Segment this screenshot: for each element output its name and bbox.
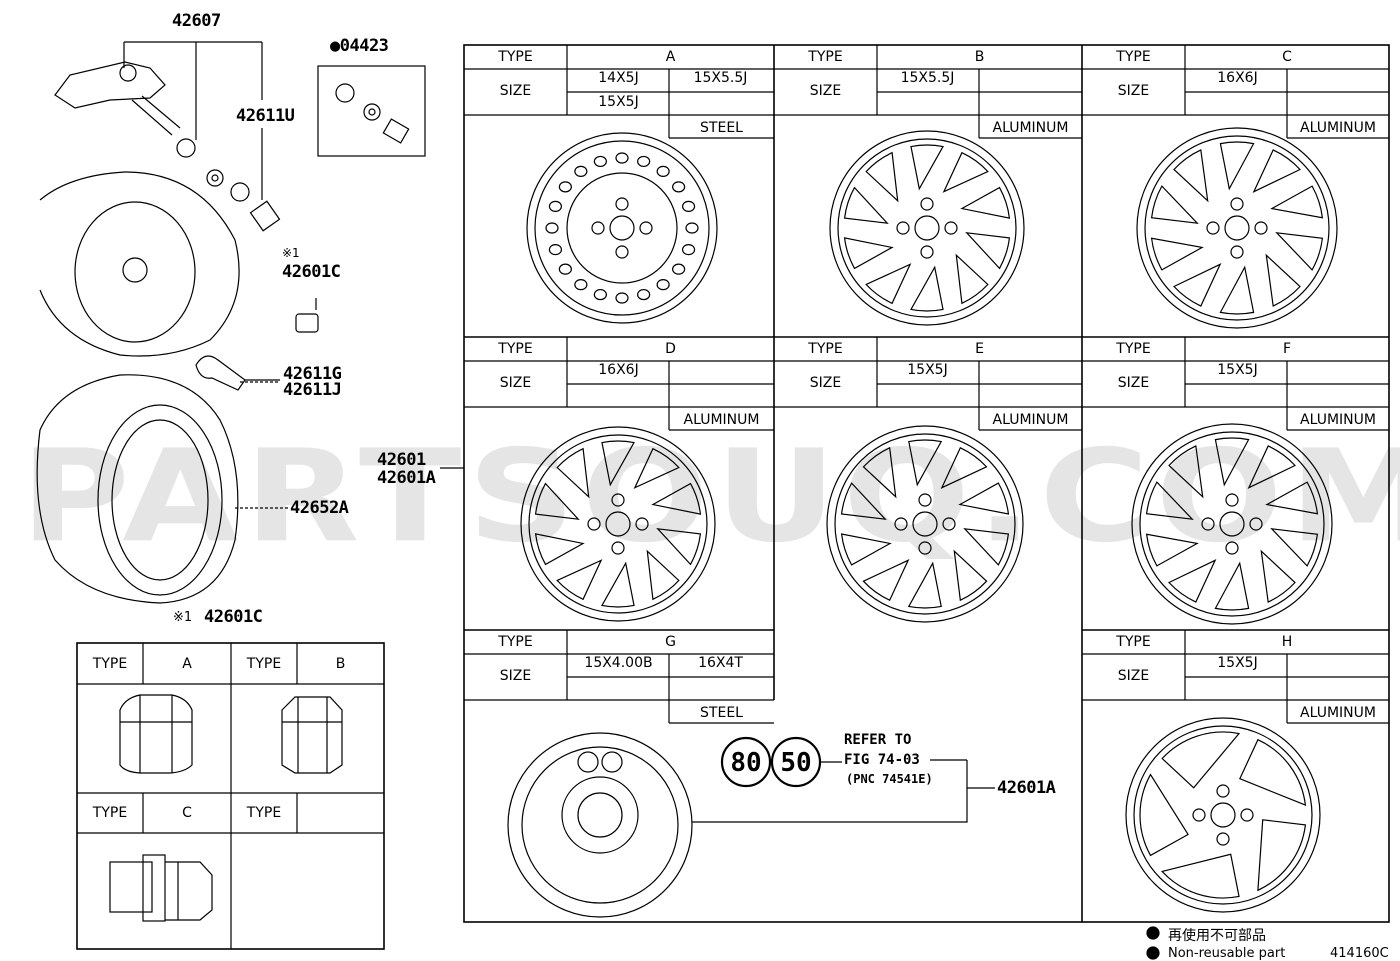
wheel-size-value: 14X5J (598, 70, 639, 86)
badge-80: 80 (730, 748, 762, 778)
wheel-size-label: SIZE (1117, 375, 1150, 391)
refer-line-3: (PNC 74541E) (846, 772, 933, 786)
wheel-drawing-0 (526, 132, 718, 324)
wheel-type-5: F (1282, 341, 1292, 357)
wheel-drawing-6 (1125, 717, 1321, 913)
wheel-material-3: ALUMINUM (683, 412, 760, 428)
wheel-material-1: ALUMINUM (992, 120, 1069, 136)
wheel-type-label: TYPE (808, 49, 843, 65)
nut-type-label-b: TYPE (246, 656, 282, 672)
wheel-size-value: 15X5.5J (900, 70, 955, 86)
nut-table-mark: ※1 (173, 610, 193, 625)
wheel-drawing-5 (1131, 423, 1333, 625)
nut-a-drawing (119, 694, 193, 774)
wheel-material-7: ALUMINUM (1300, 705, 1376, 721)
wheel-size-value: 15X5J (1217, 655, 1258, 671)
wheel-material-4: ALUMINUM (992, 412, 1069, 428)
part-number-nut[interactable]: 42601C (282, 262, 341, 282)
nut-type-label-a: TYPE (92, 656, 128, 672)
wheel-size-value: 15X5J (1217, 362, 1258, 378)
wheel-size-value: 15X5.5J (693, 70, 748, 86)
wheel-type-label: TYPE (1116, 49, 1151, 65)
wheel-material-6: STEEL (700, 705, 743, 721)
wheel-drawing-2 (1136, 127, 1338, 329)
wheel-size-label: SIZE (499, 375, 532, 391)
wheel-type-0: A (665, 49, 676, 65)
part-number-wheel[interactable]: 42601 (377, 450, 426, 470)
wheel-size-label: SIZE (499, 83, 532, 99)
wheel-material-0: STEEL (700, 120, 743, 136)
wheel-drawing-4 (826, 425, 1024, 623)
part-number-valve-j[interactable]: 42611J (283, 380, 342, 400)
nut-b-drawing (281, 696, 343, 774)
nut-c-drawing (109, 854, 213, 922)
wheel-material-2: ALUMINUM (1300, 120, 1376, 136)
wheel-drawing-3 (520, 426, 716, 622)
part-number-sensor[interactable]: 42607 (172, 11, 221, 31)
wheel-size-label: SIZE (499, 668, 532, 684)
wheel-type-label: TYPE (498, 634, 533, 650)
note-mark: ※1 (282, 246, 300, 260)
wheel-type-4: E (975, 341, 984, 357)
part-number-grommet-set[interactable]: ●04423 (330, 36, 389, 56)
wheel-size-label: SIZE (809, 375, 842, 391)
wheel-size-value: 16X4T (698, 655, 743, 671)
wheel-drawing-1 (829, 130, 1025, 326)
legend-en: Non-reusable part (1168, 946, 1286, 961)
wheel-assembly-drawing (39, 171, 240, 357)
wheel-size-label: SIZE (1117, 668, 1150, 684)
nut-type-c: C (182, 805, 192, 821)
tire-drawing (36, 374, 239, 604)
refer-line-2[interactable]: FIG 74-03 (844, 752, 920, 768)
nut-type-a: A (182, 656, 192, 672)
wheel-material-5: ALUMINUM (1300, 412, 1376, 428)
wheel-type-label: TYPE (498, 341, 533, 357)
wheel-type-2: C (1282, 49, 1292, 65)
wheel-type-label: TYPE (498, 49, 533, 65)
wheel-size-label: SIZE (809, 83, 842, 99)
figure-code: 414160C (1330, 946, 1389, 961)
part-number-tire[interactable]: 42652A (290, 498, 349, 518)
wheel-size-label: SIZE (1117, 83, 1150, 99)
nut-type-b: B (335, 656, 346, 672)
wheel-type-label: TYPE (1116, 634, 1151, 650)
refer-line-1: REFER TO (844, 732, 912, 748)
part-number-valve-cap[interactable]: 42611U (236, 106, 295, 126)
wheel-size-value: 15X5J (598, 94, 639, 110)
wheel-size-value: 16X6J (1217, 70, 1258, 86)
wheel-size-value: 16X6J (598, 362, 639, 378)
wheel-type-6: G (665, 634, 676, 650)
nut-table-title[interactable]: 42601C (204, 607, 263, 627)
nut-type-label-d: TYPE (246, 805, 282, 821)
wheel-type-label: TYPE (1116, 341, 1151, 357)
nut-type-label-c: TYPE (92, 805, 128, 821)
wheel-type-label: TYPE (808, 341, 843, 357)
tpms-sensor-drawing (54, 61, 281, 232)
spare-wheel-drawing (507, 732, 693, 918)
wheel-type-7: H (1281, 634, 1293, 650)
wheel-type-1: B (974, 49, 985, 65)
part-number-valve-g[interactable]: 42611G (283, 364, 342, 384)
wheel-size-value: 15X5J (907, 362, 948, 378)
part-number-spare-wheel[interactable]: 42601A (997, 778, 1056, 798)
wheel-size-value: 15X4.00B (584, 655, 653, 671)
wheel-type-3: D (665, 341, 676, 357)
legend-jp: 再使用不可部品 (1168, 928, 1266, 944)
part-number-wheel-a[interactable]: 42601A (377, 468, 436, 488)
badge-50: 50 (780, 748, 812, 778)
